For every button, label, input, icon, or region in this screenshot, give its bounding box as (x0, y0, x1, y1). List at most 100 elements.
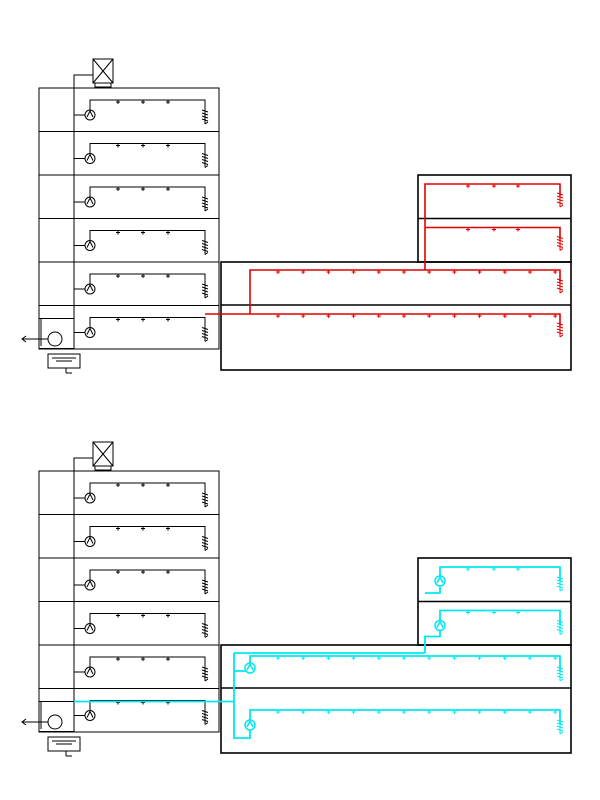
sprinkler-head-icon (326, 655, 331, 660)
pump-icon (84, 327, 96, 338)
sprinkler-head-icon (427, 313, 432, 318)
tower-building (38, 470, 220, 733)
drain-valve-icon (556, 275, 564, 294)
sprinkler-head-icon (116, 317, 120, 322)
sprinkler-head-icon (466, 610, 470, 615)
tower-floor (38, 131, 220, 176)
drain-valve-icon (556, 663, 564, 682)
sprinkler-head-icon (301, 313, 306, 318)
pump-icon (84, 283, 96, 295)
sprinkler-head-icon (141, 143, 145, 148)
sprinkler-head-icon (141, 613, 145, 618)
roof-fan-icon (73, 58, 114, 88)
sprinkler-head-icon (326, 709, 331, 714)
sprinkler-head-icon (376, 655, 381, 660)
sprinkler-head-icon (326, 269, 331, 274)
tower-floor (38, 688, 220, 733)
sprinkler-head-icon (166, 230, 170, 235)
sprinkler-head-icon (452, 709, 457, 714)
sprinkler-head-icon (276, 313, 280, 318)
tower-floor (38, 218, 220, 263)
main-pump-icon (47, 331, 63, 347)
sprinkler-head-icon (141, 656, 145, 661)
sprinkler-head-icon (427, 655, 432, 660)
sprinkler-head-icon (502, 313, 507, 318)
pump-icon (84, 240, 96, 251)
tower-floor (38, 261, 220, 306)
sprinkler-head-icon (166, 569, 170, 574)
pump-icon (84, 196, 96, 208)
sprinkler-head-icon (528, 313, 532, 318)
sprinkler-head-icon (116, 569, 120, 574)
pump-icon (434, 619, 446, 632)
sprinkler-head-icon (492, 610, 496, 615)
pump-icon (84, 579, 96, 591)
sprinkler-head-icon (452, 313, 457, 318)
sprinkler-head-icon (402, 709, 406, 714)
pump-icon (84, 153, 96, 164)
drain-valve-icon (201, 236, 209, 255)
sprinkler-head-icon (466, 566, 470, 571)
sprinkler-head-icon (553, 655, 558, 660)
pump-icon (434, 575, 446, 587)
sprinkler-head-icon (116, 482, 120, 487)
sprinkler-head-icon (351, 269, 356, 274)
drain-valve-icon (201, 149, 209, 168)
sprinkler-head-icon (477, 269, 482, 274)
drain-valve-icon (556, 716, 564, 735)
main-pump-icon (47, 714, 63, 730)
tower-floor (38, 601, 220, 646)
pump-icon (84, 109, 96, 121)
drain-valve-icon (556, 232, 564, 251)
sprinkler-head-icon (502, 269, 507, 274)
sprinkler-head-icon (516, 183, 520, 188)
water-tank-icon (47, 353, 81, 374)
sprinkler-head-icon (553, 269, 558, 274)
diagram-top (21, 58, 572, 374)
sprinkler-head-icon (116, 526, 120, 531)
sprinkler-head-icon (402, 313, 406, 318)
tower-floor (38, 470, 220, 515)
sprinkler-head-icon (427, 709, 432, 714)
drain-valve-icon (201, 280, 209, 299)
tower-building (38, 87, 220, 350)
sprinkler-head-icon (466, 183, 470, 188)
sprinkler-head-icon (116, 273, 120, 278)
sprinkler-head-icon (141, 273, 145, 278)
sprinkler-head-icon (452, 655, 457, 660)
sprinkler-head-icon (502, 709, 507, 714)
sprinkler-head-icon (427, 269, 432, 274)
sprinkler-head-icon (492, 566, 496, 571)
pump-icon (84, 492, 96, 504)
drain-valve-icon (201, 323, 209, 342)
sprinkler-head-icon (528, 655, 532, 660)
water-source (21, 701, 81, 757)
sprinkler-head-icon (452, 269, 457, 274)
sprinkler-head-icon (466, 227, 470, 232)
sprinkler-head-icon (402, 655, 406, 660)
sprinkler-head-icon (141, 526, 145, 531)
tower-floor (38, 87, 220, 132)
drain-valve-icon (201, 193, 209, 212)
pump-icon (84, 623, 96, 634)
drain-valve-icon (201, 706, 209, 725)
sprinkler-head-icon (116, 99, 120, 104)
diagram-bottom (21, 441, 572, 757)
tower-floor (38, 305, 220, 350)
podium-building (220, 557, 572, 754)
sprinkler-head-icon (376, 709, 381, 714)
sprinkler-head-icon (516, 610, 520, 615)
sprinkler-head-icon (276, 655, 280, 660)
distribution-network (205, 183, 564, 338)
sprinkler-head-icon (116, 230, 120, 235)
sprinkler-head-icon (301, 655, 306, 660)
sprinkler-head-icon (477, 655, 482, 660)
drain-valve-icon (556, 616, 564, 635)
inlet-arrow-icon (21, 335, 35, 343)
sprinkler-head-icon (477, 313, 482, 318)
sprinkler-head-icon (553, 313, 558, 318)
sprinkler-head-icon (376, 269, 381, 274)
sprinkler-head-icon (141, 317, 145, 322)
drain-valve-icon (556, 319, 564, 338)
tower-floor (38, 557, 220, 602)
